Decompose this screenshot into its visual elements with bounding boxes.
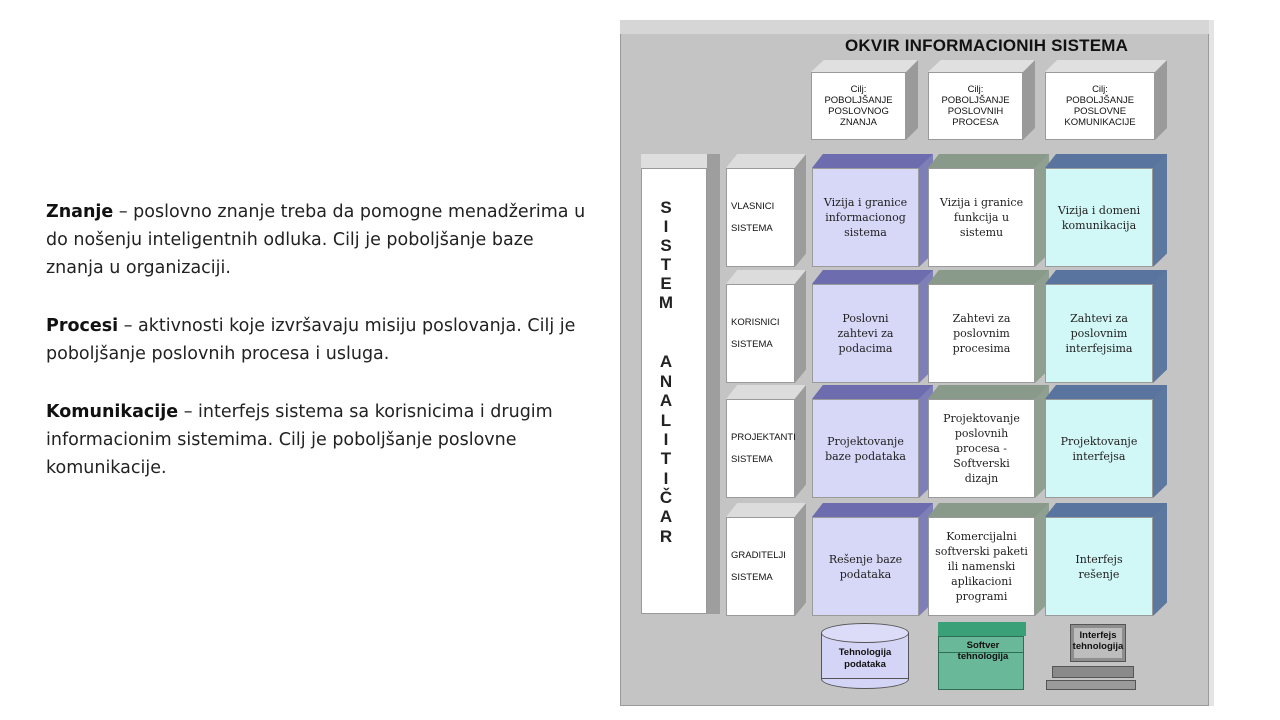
software-technology-icon: Softver tehnologija (938, 622, 1026, 690)
framework-cell: Poslovni zahtevi za podacima (812, 270, 933, 383)
framework-panel-top (620, 20, 1214, 34)
analyst-column-side (707, 154, 720, 614)
cell-label: Vizija i domeni komunikacija (1045, 168, 1153, 267)
analyst-letter: I (663, 469, 669, 488)
framework-cell: Interfejs rešenje (1045, 503, 1167, 616)
role-label: GRADITELJI SISTEMA (726, 517, 795, 616)
framework-cell: Projektovanje poslovnih procesa - Softve… (928, 385, 1049, 498)
framework-panel-side (1209, 20, 1214, 706)
analyst-letter: I (663, 430, 669, 449)
text-komunikacije: – interfejs sistema sa korisnicima i dru… (46, 402, 553, 478)
analyst-letter: A (659, 507, 673, 526)
analyst-letter: L (660, 411, 672, 430)
role-box: PROJEKTANTI SISTEMA (726, 385, 806, 498)
cell-label: Zahtevi za poslovnim procesima (928, 284, 1035, 383)
framework-cell: Vizija i domeni komunikacija (1045, 154, 1167, 267)
role-label: PROJEKTANTI SISTEMA (726, 399, 796, 498)
analyst-letter: T (660, 255, 672, 274)
role-box: VLASNICI SISTEMA (726, 154, 806, 267)
role-box: KORISNICI SISTEMA (726, 270, 806, 383)
analyst-letter: A (659, 391, 673, 410)
description-text: Znanje – poslovno znanje treba da pomogn… (46, 198, 586, 512)
goal-label: Cilj: POBOLJŠANJE POSLOVNIH PROCESA (928, 72, 1023, 140)
cell-label: Zahtevi za poslovnim interfejsima (1045, 284, 1153, 383)
cell-label: Projektovanje interfejsa (1045, 399, 1153, 498)
analyst-letter: Č (659, 488, 673, 507)
framework-cell: Komercijalni softverski paketi ili namen… (928, 503, 1049, 616)
goal-box-processes: Cilj: POBOLJŠANJE POSLOVNIH PROCESA (928, 60, 1035, 140)
role-label: KORISNICI SISTEMA (726, 284, 795, 383)
analyst-column (641, 168, 707, 614)
analyst-letter: I (663, 217, 669, 236)
cell-label: Interfejs rešenje (1045, 517, 1153, 616)
paragraph-znanje: Znanje – poslovno znanje treba da pomogn… (46, 198, 586, 282)
analyst-letter: T (660, 449, 672, 468)
goal-box-communication: Cilj: POBOLJŠANJE POSLOVNE KOMUNIKACIJE (1045, 60, 1167, 140)
term-procesi: Procesi (46, 316, 119, 336)
term-znanje: Znanje (46, 202, 114, 222)
cell-label: Poslovni zahtevi za podacima (812, 284, 919, 383)
interface-technology-label: Interfejs tehnologija (1072, 630, 1124, 652)
framework-cell: Projektovanje baze podataka (812, 385, 933, 498)
analyst-letter: N (659, 372, 673, 391)
paragraph-komunikacije: Komunikacije – interfejs sistema sa kori… (46, 398, 586, 482)
goal-label: Cilj: POBOLJŠANJE POSLOVNOG ZNANJA (811, 72, 906, 140)
analyst-letter: S (660, 198, 672, 217)
goal-box-knowledge: Cilj: POBOLJŠANJE POSLOVNOG ZNANJA (811, 60, 918, 140)
analyst-letter: E (660, 274, 672, 293)
analyst-column-top (641, 154, 720, 168)
goal-label: Cilj: POBOLJŠANJE POSLOVNE KOMUNIKACIJE (1045, 72, 1155, 140)
framework-cell: Rešenje baze podataka (812, 503, 933, 616)
cell-label: Vizija i granice funkcija u sistemu (928, 168, 1035, 267)
cell-label: Vizija i granice informacionog sistema (812, 168, 919, 267)
data-technology-label: Tehnologija podataka (838, 647, 892, 670)
software-technology-label: Softver tehnologija (957, 640, 1009, 662)
data-technology-icon: Tehnologija podataka (821, 623, 909, 689)
framework-cell: Zahtevi za poslovnim interfejsima (1045, 270, 1167, 383)
term-komunikacije: Komunikacije (46, 402, 179, 422)
text-procesi: – aktivnosti koje izvršavaju misiju posl… (46, 316, 576, 364)
framework-cell: Vizija i granice informacionog sistema (812, 154, 933, 267)
analyst-letter: R (659, 527, 673, 546)
cell-label: Projektovanje poslovnih procesa - Softve… (928, 399, 1035, 498)
cell-label: Rešenje baze podataka (812, 517, 919, 616)
analyst-letter: S (660, 236, 672, 255)
analyst-letter: A (659, 352, 673, 371)
framework-title: OKVIR INFORMACIONIH SISTEMA (845, 36, 1129, 55)
cell-label: Projektovanje baze podataka (812, 399, 919, 498)
framework-cell: Zahtevi za poslovnim procesima (928, 270, 1049, 383)
paragraph-procesi: Procesi – aktivnosti koje izvršavaju mis… (46, 312, 586, 368)
interface-technology-icon: Interfejs tehnologija (1046, 624, 1136, 690)
analyst-letter: M (658, 293, 674, 312)
text-znanje: – poslovno znanje treba da pomogne menad… (46, 202, 586, 278)
cell-label: Komercijalni softverski paketi ili namen… (928, 517, 1035, 616)
role-box: GRADITELJI SISTEMA (726, 503, 806, 616)
framework-cell: Projektovanje interfejsa (1045, 385, 1167, 498)
framework-cell: Vizija i granice funkcija u sistemu (928, 154, 1049, 267)
role-label: VLASNICI SISTEMA (726, 168, 795, 267)
